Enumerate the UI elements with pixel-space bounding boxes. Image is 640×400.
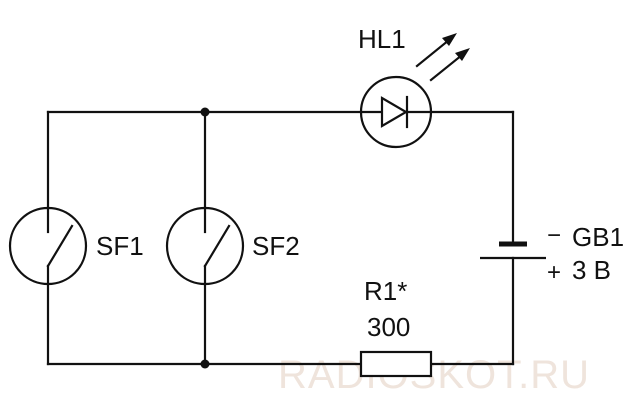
battery-minus-sign: −	[547, 222, 561, 249]
switch-sf2-lever	[203, 224, 231, 268]
battery-name-label: GB1	[572, 222, 624, 252]
resistor-name-label: R1*	[364, 276, 407, 306]
led-hl1-diode-triangle	[380, 96, 409, 128]
junction-dot-bottom	[200, 359, 210, 369]
led-hl1-arrowhead-1	[442, 33, 457, 46]
switch-sf2	[165, 206, 245, 286]
led-hl1-arrow-2	[429, 53, 464, 82]
junction-dot-top	[200, 107, 210, 117]
watermark: RADIOSKOT.RU	[278, 353, 590, 397]
led-hl1	[359, 33, 470, 149]
resistor-r1	[359, 350, 433, 378]
switch-sf1-lever	[46, 224, 74, 268]
battery-plus-sign: +	[547, 259, 561, 286]
switch-sf1	[8, 206, 88, 286]
resistor-r1-body	[359, 350, 433, 378]
battery-gb1	[480, 241, 546, 260]
resistor-value-label: 300	[367, 312, 410, 342]
led-hl1-arrow-1	[415, 38, 451, 68]
switch2-label: SF2	[252, 231, 300, 261]
battery-voltage-label: 3 В	[572, 255, 611, 285]
switch1-label: SF1	[96, 231, 144, 261]
led-label: HL1	[358, 24, 406, 54]
led-hl1-arrowhead-2	[455, 48, 470, 61]
